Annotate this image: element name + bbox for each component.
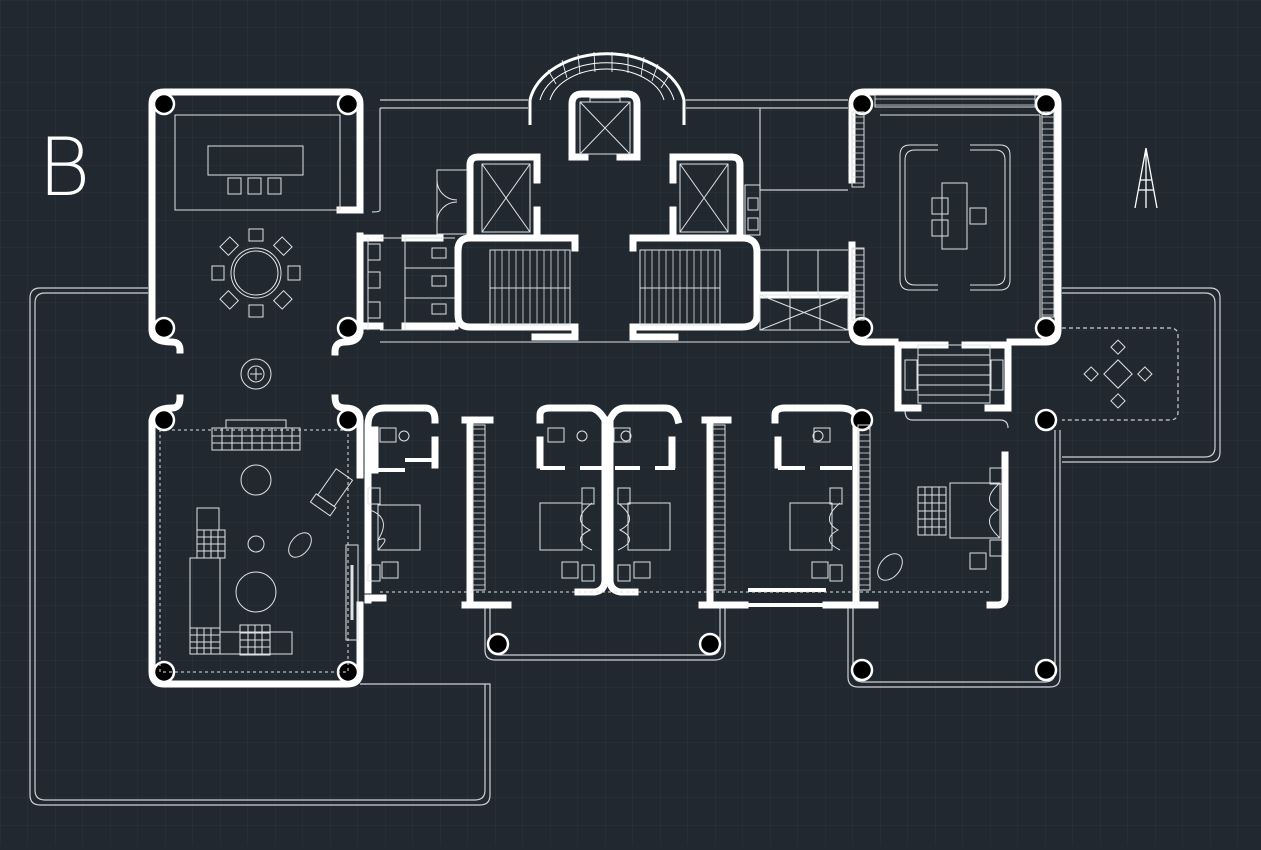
sheet-label: B xyxy=(38,121,91,214)
spiral-stair xyxy=(528,51,686,125)
curtain-walls xyxy=(472,94,1055,591)
north-arrow-icon xyxy=(1134,147,1158,209)
stair-treads xyxy=(494,250,716,325)
inner-walls xyxy=(375,458,852,607)
